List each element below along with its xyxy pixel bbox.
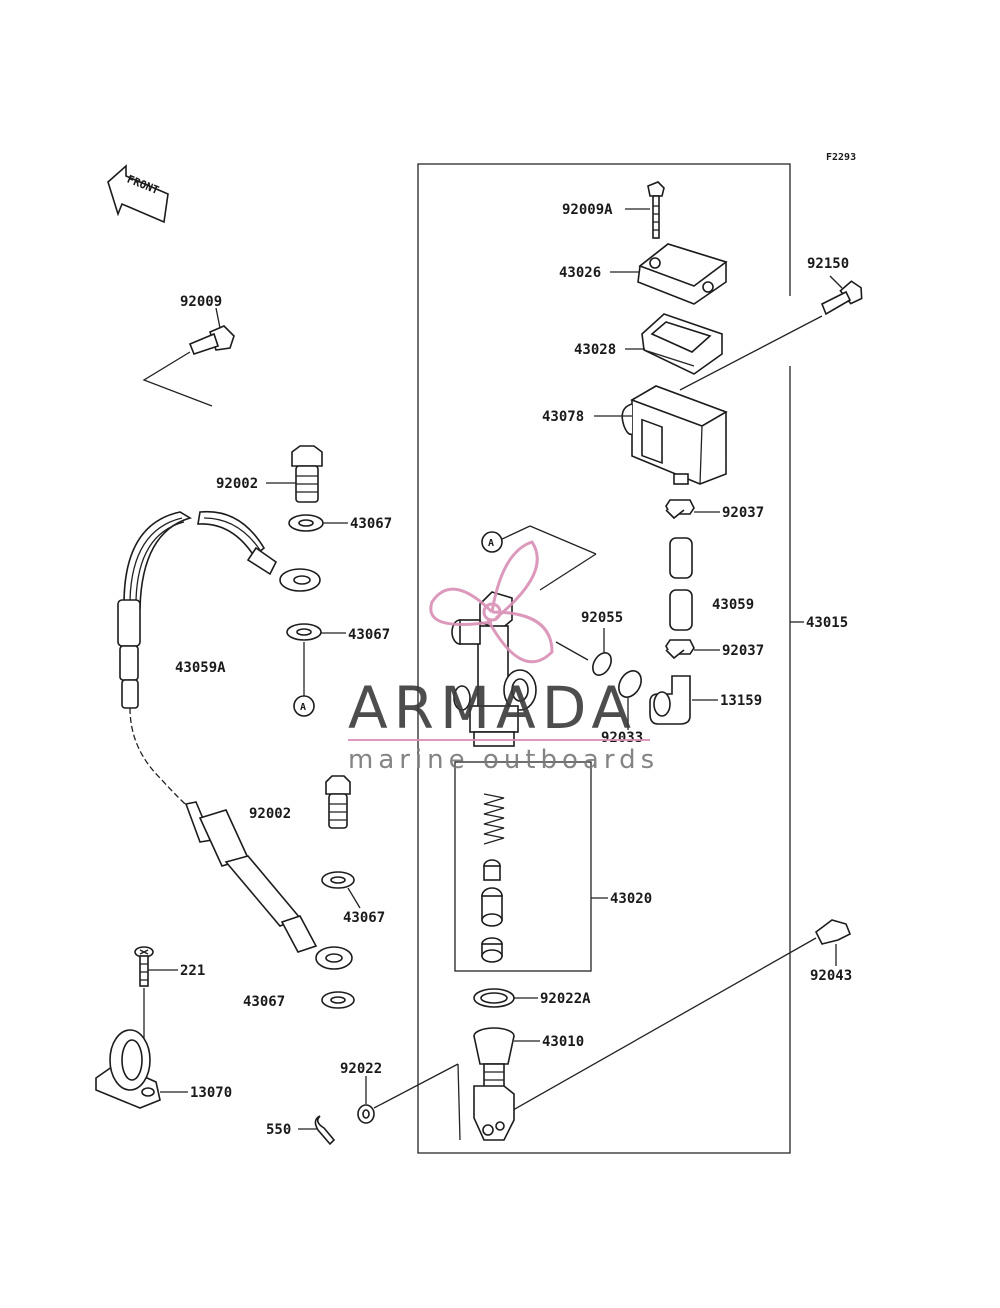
label-43067-2: 43067 (348, 627, 390, 643)
washer-43067-1 (288, 514, 324, 532)
label-92150: 92150 (807, 256, 849, 272)
clamp-92037-bottom (665, 639, 695, 660)
label-92009: 92009 (180, 294, 222, 310)
watermark-brand: ARMADA (348, 674, 637, 742)
assembly-frame (417, 163, 791, 1154)
callout-marker-a-left-text: A (300, 702, 306, 713)
label-43059: 43059 (712, 597, 754, 613)
piston-kit-box (454, 761, 592, 972)
label-92037-bottom: 92037 (722, 643, 764, 659)
bracket-13070 (95, 1029, 161, 1109)
label-43028: 43028 (574, 342, 616, 358)
pin-92043 (814, 919, 852, 945)
callout-marker-a-left (293, 695, 315, 717)
label-92009A: 92009A (562, 202, 613, 218)
callout-marker-a-body-text: A (488, 538, 494, 549)
front-arrow-icon: FRONT (107, 164, 169, 224)
screw-221 (134, 946, 154, 987)
label-43067-3: 43067 (343, 910, 385, 926)
label-43010: 43010 (542, 1034, 584, 1050)
label-92022: 92022 (340, 1061, 382, 1077)
label-13159: 13159 (720, 693, 762, 709)
figure-code: F2293 (826, 152, 856, 163)
watermark-logo: ARMADA marine outboards (348, 540, 659, 775)
label-43015: 43015 (806, 615, 848, 631)
washer-43067-4 (321, 991, 355, 1009)
diaphragm-43028 (641, 313, 723, 375)
banjo-bolt-92002-top (291, 445, 323, 503)
label-43067-4: 43067 (243, 994, 285, 1010)
label-43026: 43026 (559, 265, 601, 281)
label-43067-1: 43067 (350, 516, 392, 532)
circlip-92022A (473, 988, 515, 1008)
propeller-icon (429, 540, 554, 664)
label-92002-bottom: 92002 (249, 806, 291, 822)
washer-43067-3 (321, 871, 355, 889)
label-43020: 43020 (610, 891, 652, 907)
banjo-bolt-92002-bottom (325, 775, 351, 829)
watermark-tagline: marine outboards (348, 745, 659, 775)
label-13070: 13070 (190, 1085, 232, 1101)
push-rod-43010 (473, 1027, 515, 1141)
reservoir-43078 (621, 385, 728, 485)
callout-marker-a-body (481, 531, 503, 553)
label-92043: 92043 (810, 968, 852, 984)
label-550: 550 (266, 1122, 291, 1138)
label-43078: 43078 (542, 409, 584, 425)
bolt-92009A (647, 181, 665, 239)
label-43059A: 43059A (175, 660, 226, 676)
reservoir-cap-43026 (637, 243, 728, 305)
washer-43067-2 (286, 623, 322, 641)
piston-kit-43020 (481, 793, 505, 963)
elbow-fitting-13159 (649, 675, 691, 725)
label-92037-top: 92037 (722, 505, 764, 521)
reservoir-hose-43059 (669, 537, 693, 631)
cotter-pin-550 (314, 1115, 336, 1146)
label-92002-top: 92002 (216, 476, 258, 492)
clamp-92037-top (665, 499, 695, 520)
label-92033: 92033 (601, 730, 643, 746)
brake-hose-43059A (117, 510, 353, 970)
o-ring-92055 (592, 652, 612, 676)
label-221: 221 (180, 963, 205, 979)
label-92055: 92055 (581, 610, 623, 626)
master-cylinder-body (451, 525, 597, 747)
circlip-92033 (618, 670, 642, 698)
bolt-92009 (188, 325, 235, 355)
label-92022A: 92022A (540, 991, 591, 1007)
washer-92022 (357, 1104, 375, 1124)
bolt-92150 (820, 280, 863, 316)
